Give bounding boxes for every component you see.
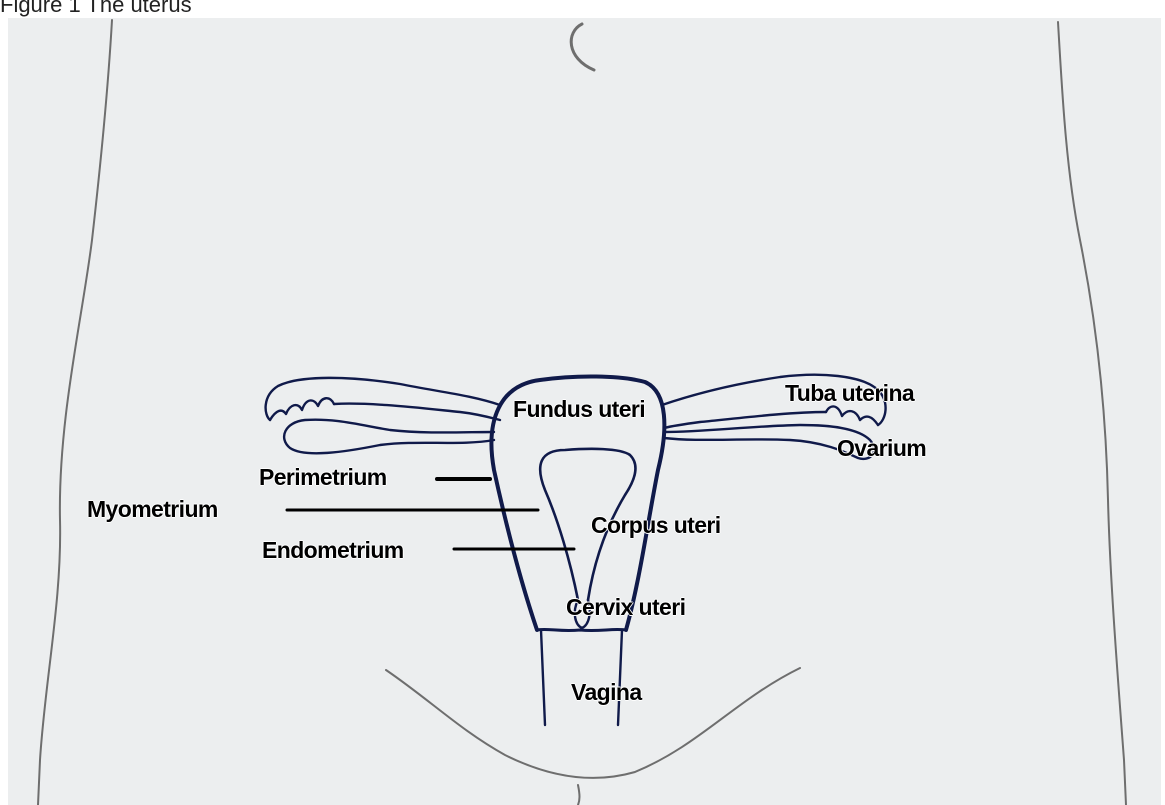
left-ovary bbox=[284, 420, 494, 454]
label-fundus-uteri: Fundus uteri bbox=[513, 396, 645, 422]
left-body-contour bbox=[38, 20, 112, 805]
cervix-rim bbox=[537, 629, 626, 630]
right-fimbriae bbox=[826, 406, 878, 425]
left-tube-lower bbox=[334, 404, 500, 420]
navel-mark bbox=[571, 24, 594, 70]
label-tuba-uterina: Tuba uterina bbox=[785, 380, 914, 406]
right-body-contour bbox=[1058, 22, 1126, 805]
vagina-left-wall bbox=[541, 630, 545, 725]
label-vagina: Vagina bbox=[571, 679, 642, 705]
label-cervix-uteri: Cervix uteri bbox=[566, 594, 685, 620]
label-myometrium: Myometrium bbox=[87, 496, 218, 522]
vagina-right-wall bbox=[618, 630, 622, 725]
left-fimbriae bbox=[270, 398, 334, 420]
label-ovarium: Ovarium bbox=[837, 435, 926, 461]
label-corpus-uteri: Corpus uteri bbox=[591, 512, 721, 538]
label-perimetrium: Perimetrium bbox=[259, 464, 387, 490]
midline-mark bbox=[578, 785, 580, 805]
label-endometrium: Endometrium bbox=[262, 537, 404, 563]
